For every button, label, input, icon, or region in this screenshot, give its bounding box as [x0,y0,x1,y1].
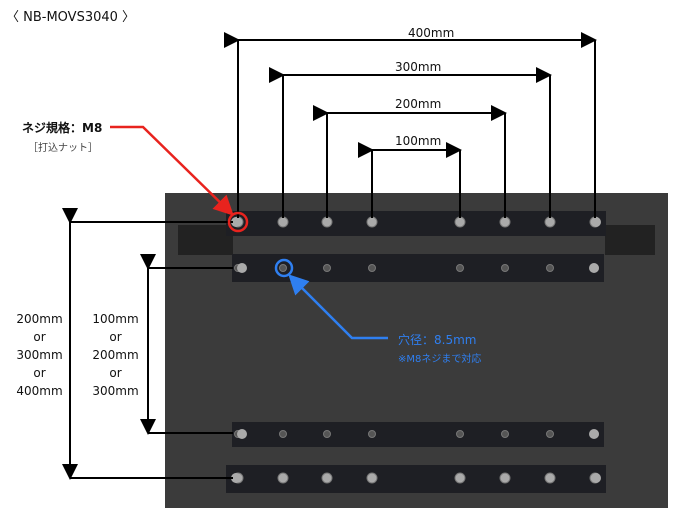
dim-left-inner: 100mm or 200mm or 300mm [88,310,143,400]
screw-sub: ［打込ナット］ [28,143,98,154]
screw [544,216,556,228]
label: or [109,366,122,380]
dimension-lines [62,32,597,480]
screw-pointer [110,125,234,216]
screw [366,216,378,228]
screw [366,472,378,484]
brackets [226,211,606,493]
screw [591,473,601,483]
dim-400: 400mm [408,26,455,40]
screw [237,429,247,439]
label: 100mm [92,312,139,326]
mount-hole [279,430,287,438]
bracket-plate [226,465,606,493]
mount-hole [501,264,509,272]
screw [544,472,556,484]
bracket-plate [226,211,606,236]
mount-hole [546,430,554,438]
label: 200mm [92,348,139,362]
screw [591,217,601,227]
label: or [33,330,46,344]
mount-hole [456,430,464,438]
bracket-plate [232,422,604,447]
dim-200: 200mm [395,97,442,111]
dim-left-outer: 200mm or 300mm or 400mm [12,310,67,400]
screw [277,216,289,228]
mount-hole [456,264,464,272]
screw [454,472,466,484]
label: 200mm [16,312,63,326]
mount-hole [368,264,376,272]
screw-highlight [227,211,249,233]
mount-hole [501,430,509,438]
monitor-back [165,193,668,508]
screw [237,263,247,273]
mount-hole [279,264,287,272]
hole-sub: ※M8ネジまで対応 [398,354,482,365]
screw [277,472,289,484]
label: 400mm [16,384,63,398]
label: 300mm [16,348,63,362]
label: 300mm [92,384,139,398]
mount-hole [323,264,331,272]
screw-label: ネジ規格：M8 [22,121,103,135]
screw [589,429,599,439]
hole-pointer [288,274,388,340]
screw [231,217,241,227]
label: or [33,366,46,380]
model-title: 〈 NB-MOVS3040 〉 [6,10,136,25]
dim-100: 100mm [395,134,442,148]
hole-label: 穴径：8.5mm [398,333,477,347]
mount-hole [368,430,376,438]
screw [321,472,333,484]
mount-hole [546,264,554,272]
screw [231,473,241,483]
dim-300: 300mm [395,60,442,74]
hole-highlight [274,258,294,278]
screw [499,216,511,228]
screw [454,216,466,228]
screw [321,216,333,228]
mount-hole [323,430,331,438]
screw [499,472,511,484]
screw [589,263,599,273]
label: or [109,330,122,344]
